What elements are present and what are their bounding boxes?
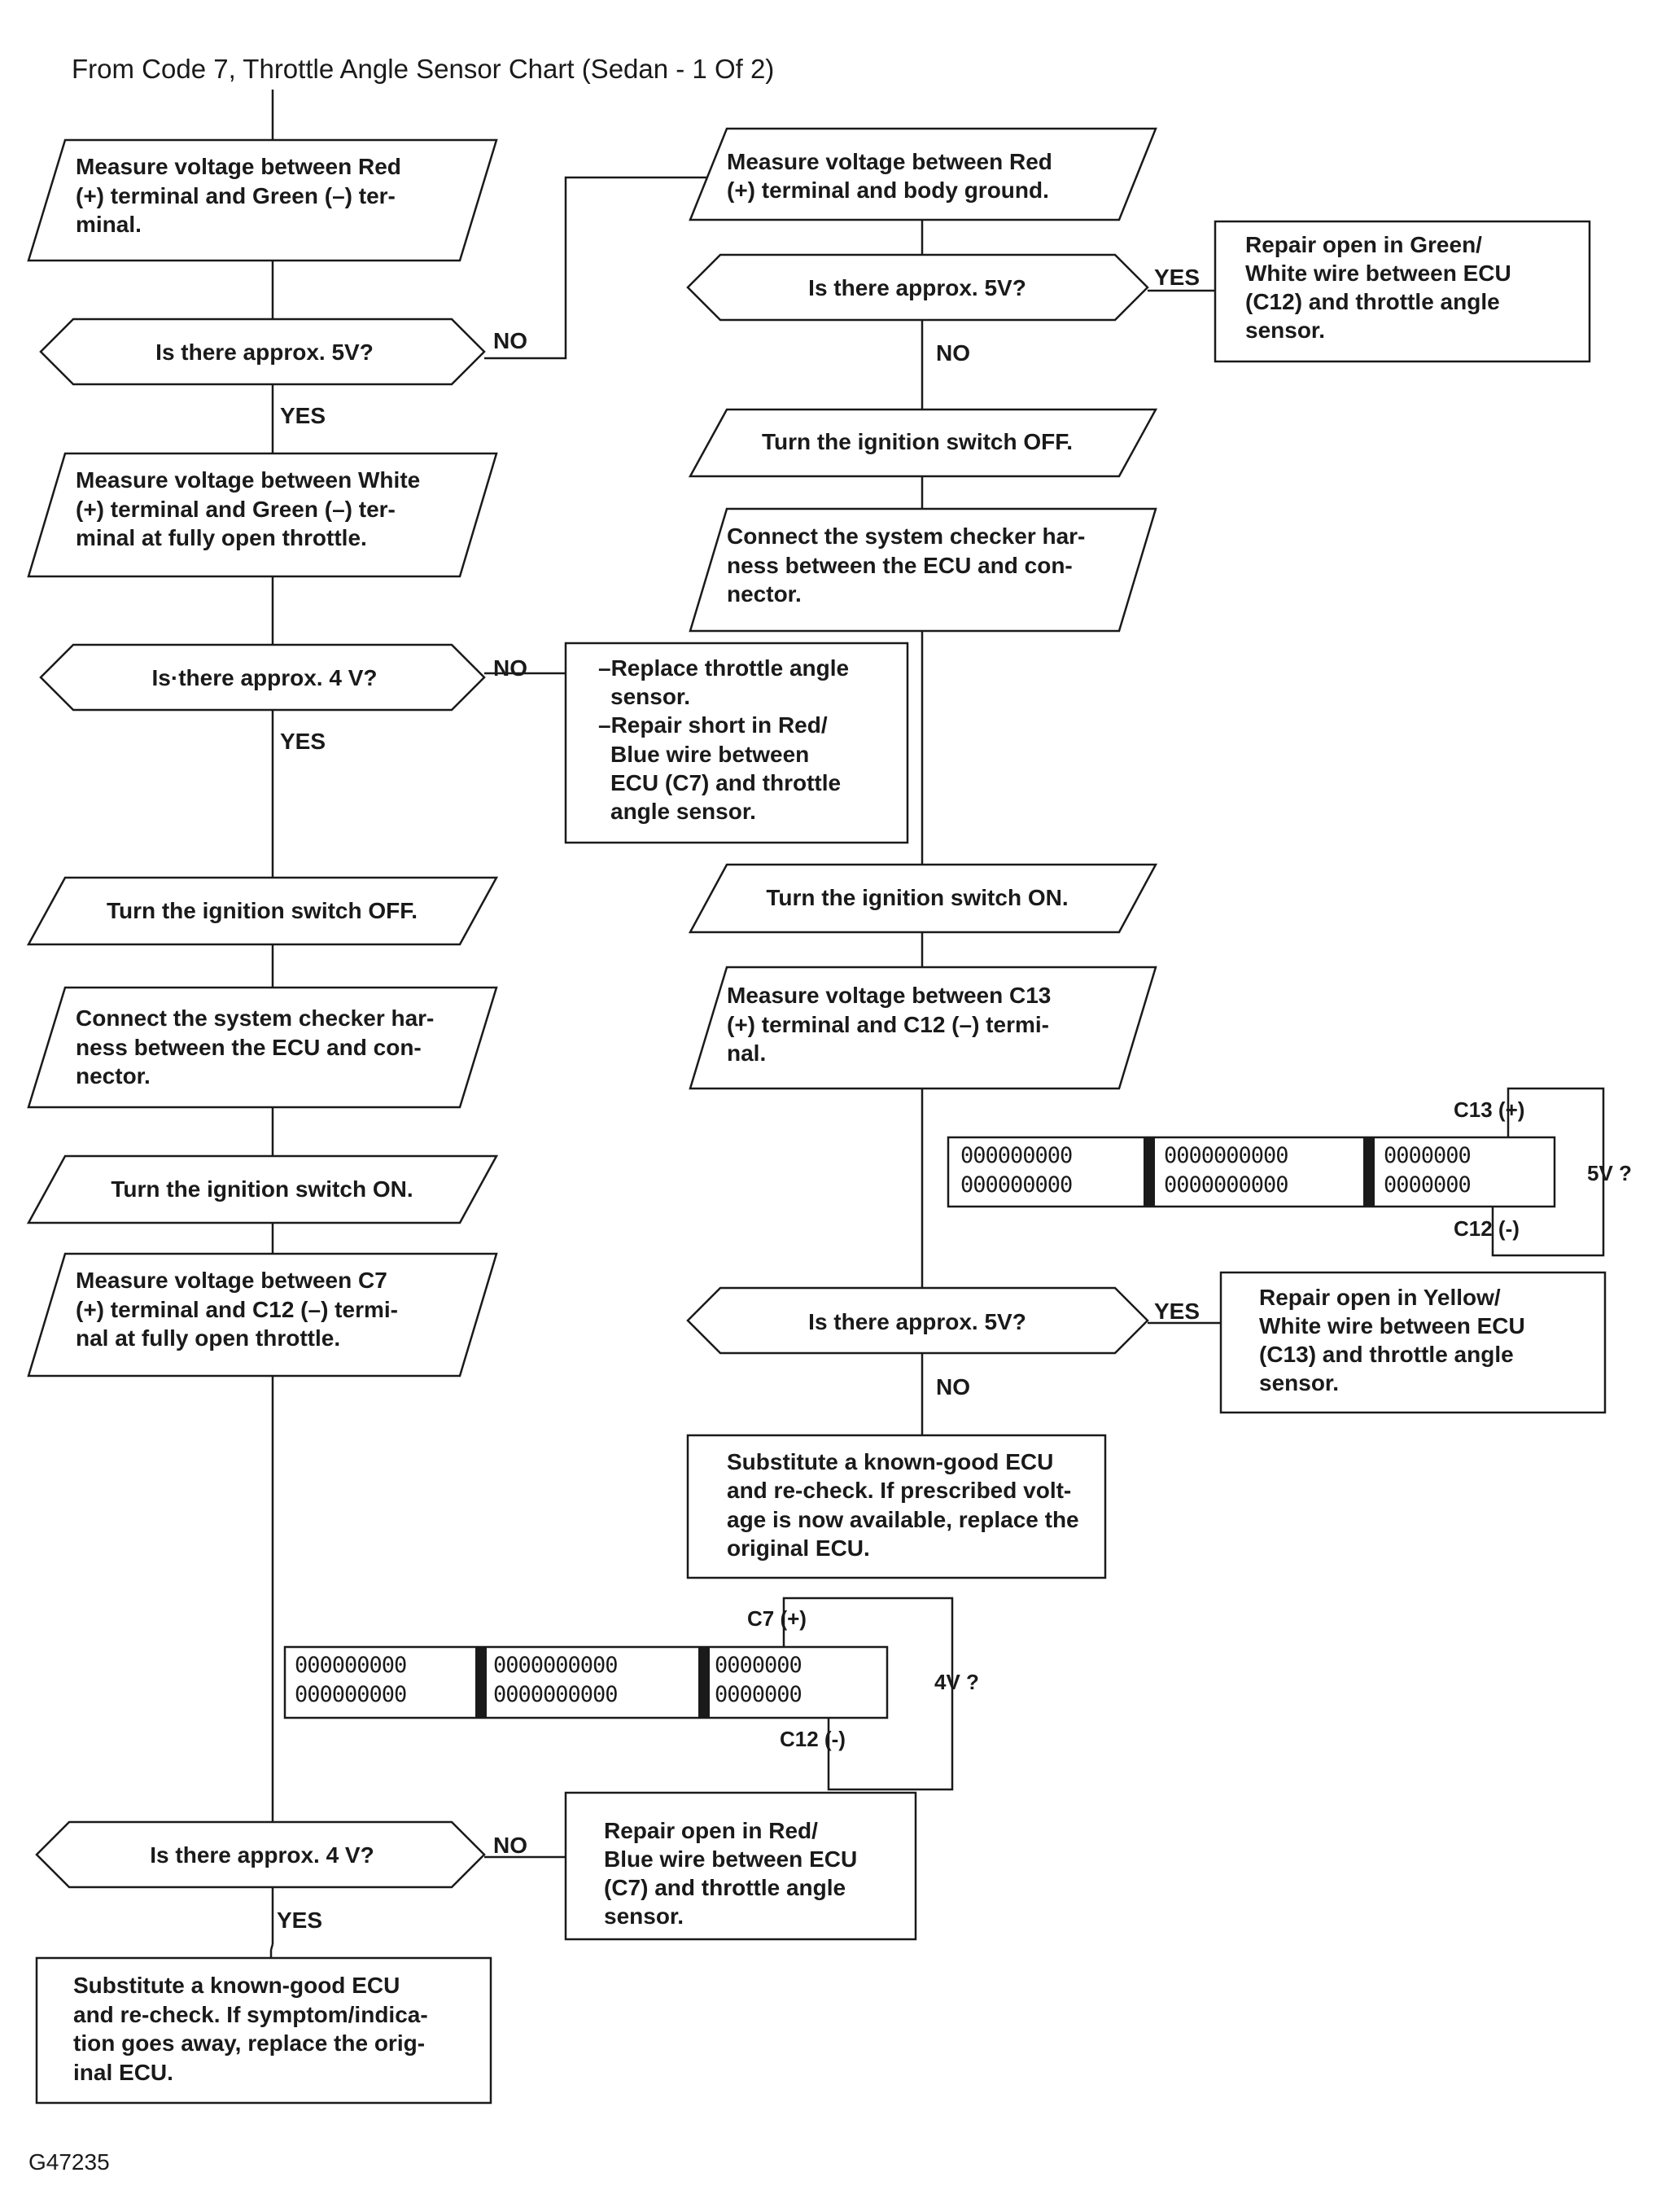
- left-measure-white-green: Measure voltage between White (+) termin…: [27, 452, 498, 578]
- left-q3-no: NO: [493, 1833, 527, 1858]
- right-m2-text: Measure voltage between C13 (+) terminal…: [727, 983, 1057, 1066]
- left-q1-no: NO: [493, 328, 527, 353]
- fix-replace-sensor-box: –Replace throttle angle sensor. –Repair …: [564, 642, 909, 844]
- left-q1-yes: YES: [280, 403, 326, 428]
- left-decision-4v: Is·there approx. 4 V?: [39, 643, 486, 712]
- left-s1-text: Turn the ignition switch OFF.: [107, 898, 418, 923]
- right-s3-text: Turn the ignition switch ON.: [766, 885, 1068, 910]
- right-s2-text: Connect the system checker har- ness bet…: [727, 523, 1091, 607]
- right-decision-5v: Is there approx. 5V?: [686, 253, 1149, 322]
- right-end-text: Substitute a known-good ECU and re-check…: [727, 1449, 1085, 1561]
- right-s1-text: Turn the ignition switch OFF.: [762, 429, 1073, 454]
- left-q3-text: Is there approx. 4 V?: [150, 1842, 374, 1868]
- right-substitute-ecu: Substitute a known-good ECU and re-check…: [686, 1434, 1107, 1579]
- chart-title: From Code 7, Throttle Angle Sensor Chart…: [72, 54, 774, 84]
- right-ignition-on: Turn the ignition switch ON.: [688, 863, 1158, 934]
- left-m1-text: Measure voltage between Red (+) terminal…: [76, 154, 408, 237]
- svg-text:000000000 000000000: 000000000 000000000: [960, 1143, 1085, 1198]
- right-q2-yes: YES: [1154, 1299, 1200, 1324]
- left-decision-4v-final: Is there approx. 4 V?: [35, 1820, 486, 1889]
- svg-text:0000000000 0000000000: 0000000000 0000000000: [493, 1653, 630, 1707]
- left-q3-yes: YES: [277, 1908, 322, 1933]
- left-q1-text: Is there approx. 5V?: [155, 339, 374, 365]
- left-substitute-ecu: Substitute a known-good ECU and re-check…: [35, 1956, 492, 2105]
- svg-text:000000000 000000000: 000000000 000000000: [295, 1653, 419, 1707]
- figure-code: G47235: [28, 2149, 110, 2175]
- voltage-5v-label: 5V ?: [1587, 1161, 1632, 1185]
- voltage-4v-label: 4V ?: [934, 1670, 979, 1694]
- c13-plus-label: C13 (+): [1454, 1097, 1524, 1122]
- left-m3-text: Measure voltage between C7 (+) terminal …: [76, 1268, 405, 1351]
- right-q1-no: NO: [936, 340, 970, 366]
- fix-open-yellow-white-box: Repair open in Yellow/ White wire betwee…: [1219, 1271, 1607, 1414]
- left-ignition-on: Turn the ignition switch ON.: [26, 1154, 499, 1224]
- left-end-text: Substitute a known-good ECU and re-check…: [73, 1973, 434, 2085]
- c12-minus-label-bottom: C12 (-): [780, 1727, 846, 1751]
- fix-open-green-white-box: Repair open in Green/ White wire between…: [1214, 220, 1591, 363]
- right-measure-c13-c12: Measure voltage between C13 (+) terminal…: [689, 966, 1157, 1090]
- fix2-text: Repair open in Red/ Blue wire between EC…: [604, 1818, 864, 1929]
- right-measure-red-ground: Measure voltage between Red (+) terminal…: [689, 127, 1157, 221]
- left-measure-c7-c12: Measure voltage between C7 (+) terminal …: [27, 1252, 498, 1378]
- right-connect-checker: Connect the system checker har- ness bet…: [689, 507, 1157, 633]
- right-decision-5v-final: Is there approx. 5V?: [686, 1286, 1149, 1355]
- fix-open-red-blue-box: Repair open in Red/ Blue wire between EC…: [564, 1791, 917, 1941]
- ecu-connector-bottom: 000000000 000000000 0000000000 000000000…: [283, 1606, 979, 1751]
- right-q1-yes: YES: [1154, 265, 1200, 290]
- right-fix1-text: Repair open in Green/ White wire between…: [1245, 232, 1518, 343]
- left-decision-5v: Is there approx. 5V?: [39, 318, 486, 386]
- left-connect-checker: Connect the system checker har- ness bet…: [27, 986, 498, 1109]
- ecu-connector-top: 000000000 000000000 0000000000 000000000…: [947, 1097, 1632, 1241]
- left-s3-text: Turn the ignition switch ON.: [111, 1176, 413, 1202]
- svg-text:0000000000 0000000000: 0000000000 0000000000: [1164, 1143, 1301, 1198]
- right-q2-text: Is there approx. 5V?: [808, 1309, 1026, 1334]
- right-fix2-text: Repair open in Yellow/ White wire betwee…: [1259, 1285, 1532, 1395]
- left-measure-red-green: Measure voltage between Red (+) terminal…: [27, 138, 498, 262]
- left-s2-text: Connect the system checker har- ness bet…: [76, 1005, 440, 1088]
- fix1-text: –Replace throttle angle sensor. –Repair …: [598, 655, 855, 824]
- svg-text:0000000 0000000: 0000000 0000000: [1384, 1143, 1483, 1198]
- svg-text:0000000 0000000: 0000000 0000000: [715, 1653, 814, 1707]
- left-q2-text: Is·there approx. 4 V?: [152, 665, 378, 690]
- right-q2-no: NO: [936, 1374, 970, 1399]
- right-m1-text: Measure voltage between Red (+) terminal…: [727, 149, 1059, 203]
- left-q2-yes: YES: [280, 729, 326, 754]
- left-q2-no: NO: [493, 655, 527, 681]
- left-m2-text: Measure voltage between White (+) termin…: [76, 467, 426, 550]
- left-ignition-off: Turn the ignition switch OFF.: [26, 876, 499, 946]
- right-ignition-off: Turn the ignition switch OFF.: [688, 408, 1158, 478]
- c12-minus-label-top: C12 (-): [1454, 1216, 1520, 1241]
- c7-plus-label: C7 (+): [747, 1606, 807, 1631]
- right-q1-text: Is there approx. 5V?: [808, 275, 1026, 300]
